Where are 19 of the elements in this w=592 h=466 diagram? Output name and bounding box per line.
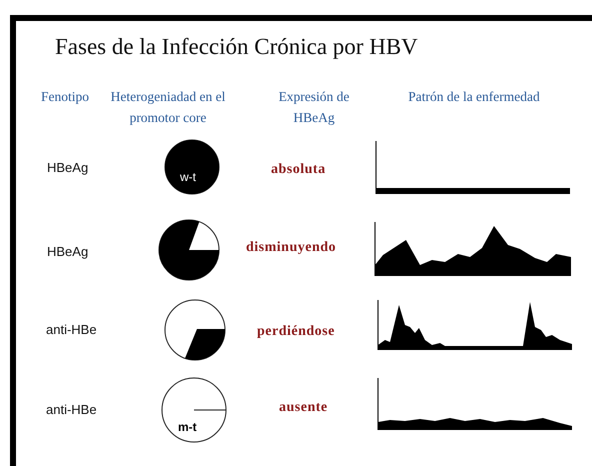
title: Fases de la Infección Crónica por HBV [55,34,418,60]
circle-label: m-t [178,420,197,434]
circle-label: w-t [180,170,196,184]
pie-circle [161,377,227,443]
pie-circle [158,219,220,281]
phenotype-label: anti-HBe [46,322,97,337]
phenotype-label: anti-HBe [46,402,97,417]
pie-circle [164,299,226,361]
pie-circle [164,139,220,195]
expression-label: perdiéndose [257,324,335,340]
column-header: Patrón de la enfermedad [407,88,541,106]
expression-label: disminuyendo [246,240,336,256]
column-header: Expresión de HBeAg [278,88,350,127]
phenotype-label: HBeAg [47,160,88,175]
column-header: Fenotipo [40,88,90,106]
expression-label: absoluta [271,162,326,178]
expression-label: ausente [279,400,328,416]
phenotype-label: HBeAg [47,244,88,259]
column-header: Heterogeniadad en el promotor core [110,88,226,127]
